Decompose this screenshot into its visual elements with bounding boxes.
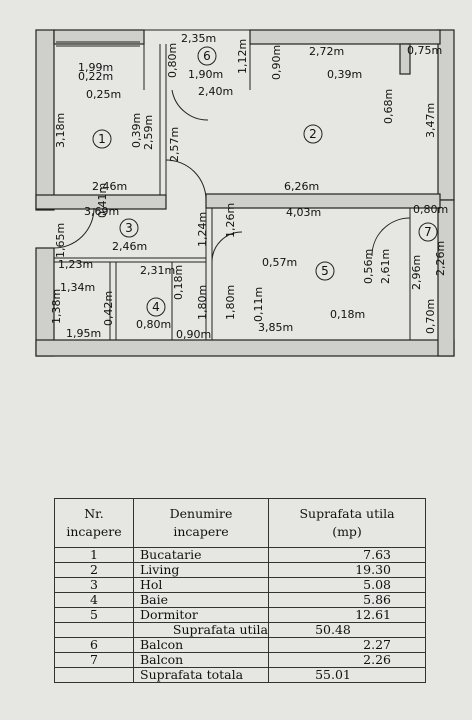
subtotal-row: Suprafata utila 50.48 (54, 622, 426, 638)
dimension-label: 3,18m (54, 113, 67, 148)
dimension-label: 3,47m (424, 103, 437, 138)
dimension-label: 1,80m (196, 285, 209, 320)
dimension-label: 0,75m (407, 44, 442, 57)
table-row: 7 Balcon 2.26 (54, 652, 426, 668)
dimension-label: 0,18m (330, 308, 365, 321)
dimension-label: 2,96m (410, 255, 423, 290)
dimension-label: 1,80m (224, 285, 237, 320)
subtotal-label: Suprafata utila (133, 622, 269, 638)
dimension-label: 2,46m (92, 180, 127, 193)
room-number: 2 (309, 127, 317, 141)
table-header-row: Nr. incapere Denumire incapere Suprafata… (54, 498, 426, 548)
room-area: 19.30 (268, 562, 426, 578)
total-row: Suprafata totala 55.01 (54, 667, 426, 683)
dimension-label: 1,38m (50, 289, 63, 324)
room-number: 6 (203, 49, 211, 63)
room-nr: 3 (54, 577, 134, 593)
floor-plan: 2,35m 1,99m 0,80m 1,12m 0,90m 2,72m 0,75… (35, 29, 455, 357)
dimension-label: 0,39m (327, 68, 362, 81)
room-number: 5 (321, 264, 329, 278)
dimension-label: 0,68m (382, 89, 395, 124)
room-name: Hol (133, 577, 269, 593)
table-row: 1 Bucatarie 7.63 (54, 547, 426, 563)
room-area: 7.63 (268, 547, 426, 563)
room-area: 2.27 (268, 637, 426, 653)
room-name: Baie (133, 592, 269, 608)
room-name: Balcon (133, 652, 269, 668)
total-value: 55.01 (268, 667, 426, 683)
dimension-label: 0,70m (424, 299, 437, 334)
room-name: Dormitor (133, 607, 269, 623)
room-nr: 5 (54, 607, 134, 623)
room-nr: 2 (54, 562, 134, 578)
column-header: Nr. incapere (54, 498, 134, 548)
dimension-label: 0,56m (362, 249, 375, 284)
dimension-label: 0,39m (130, 113, 143, 148)
dimension-label: 2,26m (434, 241, 447, 276)
room-name: Bucatarie (133, 547, 269, 563)
room-nr: 6 (54, 637, 134, 653)
dimension-label: 0,80m (166, 43, 179, 78)
subtotal-value: 50.48 (268, 622, 426, 638)
dimension-label: 1,24m (196, 212, 209, 247)
table-row: 6 Balcon 2.27 (54, 637, 426, 653)
outer-walls (35, 29, 455, 357)
dimension-label: 0,90m (270, 45, 283, 80)
dimension-label: 2,61m (379, 249, 392, 284)
dimension-label: 1,65m (54, 223, 67, 258)
dimension-label: 2,72m (309, 45, 344, 58)
room-name: Balcon (133, 637, 269, 653)
table-row: 4 Baie 5.86 (54, 592, 426, 608)
dimension-label: 4,03m (286, 206, 321, 219)
dimension-label: 0,25m (86, 88, 121, 101)
room-nr: 1 (54, 547, 134, 563)
column-header: Suprafata utila (mp) (268, 498, 426, 548)
room-name: Living (133, 562, 269, 578)
room-area: 12.61 (268, 607, 426, 623)
table-row: 3 Hol 5.08 (54, 577, 426, 593)
dimension-label: 1,95m (66, 327, 101, 340)
area-table: Nr. incapere Denumire incapere Suprafata… (54, 498, 426, 683)
column-header: Denumire incapere (133, 498, 269, 548)
dimension-label: 1,90m (188, 68, 223, 81)
table-row: 5 Dormitor 12.61 (54, 607, 426, 623)
dimension-label: 1,26m (224, 203, 237, 238)
total-label: Suprafata totala (133, 667, 269, 683)
room-area: 5.86 (268, 592, 426, 608)
dimension-label: 1,12m (236, 39, 249, 74)
dimension-label: 0,57m (262, 256, 297, 269)
dimension-labels: 2,35m 1,99m 0,80m 1,12m 0,90m 2,72m 0,75… (50, 32, 448, 341)
room-number: 7 (424, 225, 432, 239)
dimension-label: 2,40m (198, 85, 233, 98)
dimension-label: 2,59m (142, 115, 155, 150)
dimension-label: 0,41m (96, 183, 109, 218)
dimension-label: 2,46m (112, 240, 147, 253)
room-area: 5.08 (268, 577, 426, 593)
dimension-label: 2,35m (181, 32, 216, 45)
dimension-label: 3,85m (258, 321, 293, 334)
dimension-label: 1,99m (78, 61, 113, 74)
dimension-label: 2,57m (168, 127, 181, 162)
interior-walls (53, 29, 411, 340)
room-area: 2.26 (268, 652, 426, 668)
room-number: 3 (125, 221, 133, 235)
dimension-label: 2,31m (140, 264, 175, 277)
dimension-label: 0,22m (78, 70, 113, 83)
room-number: 1 (98, 132, 106, 146)
dimension-label: 3,69m (84, 205, 119, 218)
dimension-label: 0,11m (252, 287, 265, 322)
dimension-label: 6,26m (284, 180, 319, 193)
dimension-label: 0,42m (102, 291, 115, 326)
dimension-label: 1,34m (60, 281, 95, 294)
room-nr: 4 (54, 592, 134, 608)
dimension-label: 0,90m (176, 328, 211, 341)
room-numbers: 1 2 3 4 5 6 7 (92, 46, 438, 317)
dimension-label: 0,80m (136, 318, 171, 331)
dimension-label: 1,23m (58, 258, 93, 271)
room-nr: 7 (54, 652, 134, 668)
dimension-label: 0,80m (413, 203, 448, 216)
dimension-label: 0,18m (172, 265, 185, 300)
room-number: 4 (152, 300, 160, 314)
table-row: 2 Living 19.30 (54, 562, 426, 578)
